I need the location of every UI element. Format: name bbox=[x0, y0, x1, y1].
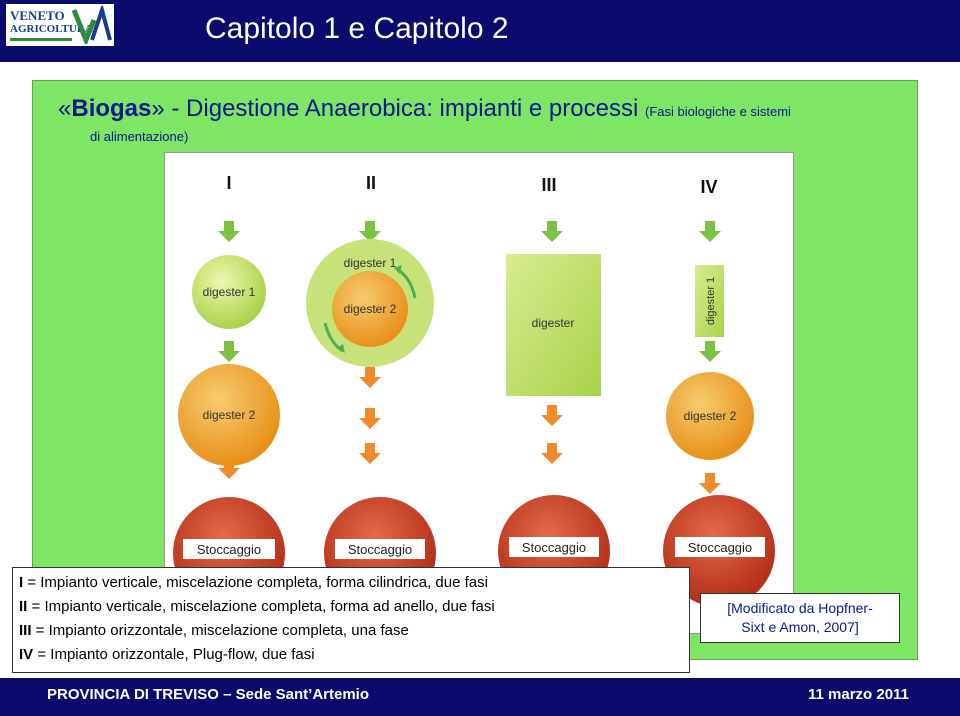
digester2-col1-label: digester 2 bbox=[203, 408, 256, 422]
logo-text-line2: AGRICOLTURA bbox=[10, 23, 93, 35]
flow-arrow-1 bbox=[218, 458, 240, 479]
digester1-col2-label: digester 1 bbox=[344, 256, 397, 270]
storage-label-4: Stoccaggio bbox=[688, 540, 752, 555]
digester1-col1-label: digester 1 bbox=[203, 285, 256, 299]
digester-col3-label: digester bbox=[532, 316, 575, 330]
heading-small-b: di alimentazione) bbox=[90, 129, 189, 144]
digester2-col4 bbox=[666, 372, 754, 460]
column-label-2: II bbox=[366, 173, 376, 193]
column-label-1: I bbox=[226, 173, 231, 193]
flow-arrow-2a bbox=[359, 367, 381, 388]
legend-line-2: II = Impianto verticale, miscelazione co… bbox=[19, 598, 495, 615]
legend-line-3: III = Impianto orizzontale, miscelazione… bbox=[19, 622, 409, 639]
storage-label-box-4 bbox=[675, 537, 765, 557]
heading-bold: Biogas bbox=[71, 95, 152, 122]
footer-location: PROVINCIA DI TREVISO – Sede Sant’Artemio bbox=[47, 686, 370, 703]
citation-box: [Modificato da Hopfner- Sixt e Amon, 200… bbox=[700, 593, 900, 643]
legend-code-3: III bbox=[19, 622, 32, 639]
storage-label-box-1 bbox=[183, 539, 275, 559]
digester2-col4-label: digester 2 bbox=[684, 409, 737, 423]
digester-diagram-svg: I II III IV digester 1 digester 2 bbox=[173, 173, 775, 609]
digester-diagram: I II III IV digester 1 digester 2 bbox=[164, 152, 794, 634]
heading-prefix: « bbox=[58, 95, 72, 122]
digester-col3 bbox=[506, 254, 601, 396]
mid-arrow-1 bbox=[218, 341, 240, 362]
legend-code-4: IV bbox=[19, 646, 34, 663]
input-arrow-1 bbox=[218, 221, 240, 242]
input-arrows bbox=[218, 221, 721, 362]
legend-line-4: IV = Impianto orizzontale, Plug-flow, du… bbox=[19, 646, 315, 663]
footer-bar bbox=[0, 678, 960, 716]
circulation-arrowhead-right bbox=[394, 265, 402, 274]
logo-text-line1: VENETO bbox=[10, 8, 65, 23]
page-title: Capitolo 1 e Capitolo 2 bbox=[205, 12, 509, 45]
storage-label-3: Stoccaggio bbox=[522, 540, 586, 555]
flow-arrow-3b bbox=[541, 443, 563, 464]
legend-box: I = Impianto verticale, miscelazione com… bbox=[12, 567, 690, 673]
column-label-3: III bbox=[541, 175, 556, 195]
input-arrow-3 bbox=[541, 221, 563, 242]
flow-arrow-2b bbox=[359, 408, 381, 429]
digester2-col1 bbox=[178, 364, 280, 466]
flow-arrow-4 bbox=[699, 473, 721, 494]
legend-code-1: I bbox=[19, 574, 24, 591]
storage-label-1: Stoccaggio bbox=[197, 542, 261, 557]
header-bar bbox=[0, 0, 960, 62]
storage-label-2: Stoccaggio bbox=[348, 542, 412, 557]
slide-heading: «Biogas» - Digestione Anaerobica: impian… bbox=[58, 95, 918, 144]
storage-label-box-2 bbox=[335, 539, 425, 559]
flow-arrow-3a bbox=[541, 405, 563, 426]
citation-line-2: Sixt e Amon, 2007] bbox=[741, 619, 859, 635]
legend-line-1: I = Impianto verticale, miscelazione com… bbox=[19, 574, 488, 591]
digester2-col2-label: digester 2 bbox=[344, 302, 397, 316]
column-label-4: IV bbox=[700, 177, 717, 197]
digester1-col4-label: digester 1 bbox=[705, 277, 717, 325]
digester1-col4 bbox=[695, 265, 724, 337]
logo-emblem-icon bbox=[72, 6, 112, 44]
heading-small-a: (Fasi biologiche e sistemi bbox=[644, 104, 791, 119]
legend-text-3: = Impianto orizzontale, miscelazione com… bbox=[31, 622, 409, 639]
legend-text-4: = Impianto orizzontale, Plug-flow, due f… bbox=[33, 646, 315, 663]
legend-text-2: = Impianto verticale, miscelazione compl… bbox=[27, 598, 495, 615]
citation-line-1: [Modificato da Hopfner- bbox=[727, 600, 873, 616]
logo-stripe bbox=[10, 38, 72, 41]
input-arrow-4 bbox=[699, 221, 721, 242]
heading-main: » - Digestione Anaerobica: impianti e pr… bbox=[151, 95, 639, 122]
storage-label-box-3 bbox=[509, 537, 599, 557]
legend-code-2: II bbox=[19, 598, 28, 615]
mid-arrow-4 bbox=[699, 341, 721, 362]
footer-date: 11 marzo 2011 bbox=[808, 686, 909, 703]
digester2-col2 bbox=[332, 271, 408, 347]
circulation-arrowhead-left bbox=[337, 344, 345, 353]
legend-text-1: = Impianto verticale, miscelazione compl… bbox=[23, 574, 488, 591]
flow-arrow-2c bbox=[359, 443, 381, 464]
input-arrow-2 bbox=[359, 221, 381, 242]
veneto-agricoltura-logo: VENETO AGRICOLTURA bbox=[6, 4, 114, 46]
digester1-col1 bbox=[192, 255, 266, 329]
flow-arrows bbox=[218, 367, 721, 494]
